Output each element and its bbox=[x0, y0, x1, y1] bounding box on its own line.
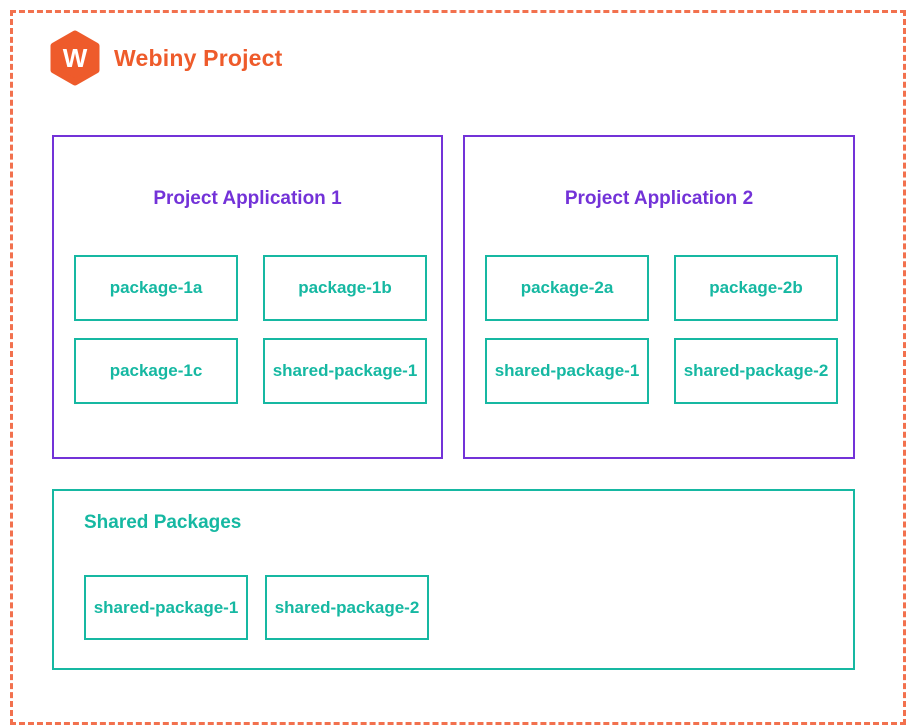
application-1-packages: package-1a package-1b package-1c shared-… bbox=[74, 255, 427, 404]
package-box: shared-package-2 bbox=[265, 575, 429, 640]
application-1-title: Project Application 1 bbox=[153, 188, 342, 209]
package-box: package-2b bbox=[674, 255, 838, 321]
package-box: shared-package-1 bbox=[485, 338, 649, 404]
application-1-box: Project Application 1 package-1a package… bbox=[52, 135, 443, 459]
package-box: package-1b bbox=[263, 255, 427, 321]
package-box: shared-package-2 bbox=[674, 338, 838, 404]
header: W Webiny Project bbox=[50, 30, 283, 86]
shared-packages-list: shared-package-1 shared-package-2 bbox=[84, 575, 429, 640]
package-box: package-2a bbox=[485, 255, 649, 321]
application-2-box: Project Application 2 package-2a package… bbox=[463, 135, 855, 459]
application-2-title: Project Application 2 bbox=[564, 188, 754, 209]
webiny-logo-icon: W bbox=[50, 30, 100, 86]
page-title: Webiny Project bbox=[114, 44, 283, 71]
application-2-packages: package-2a package-2b shared-package-1 s… bbox=[485, 255, 838, 404]
package-box: shared-package-1 bbox=[84, 575, 248, 640]
package-box: package-1a bbox=[74, 255, 238, 321]
package-box: package-1c bbox=[74, 338, 238, 404]
package-box: shared-package-1 bbox=[263, 338, 427, 404]
shared-packages-title: Shared Packages bbox=[84, 512, 242, 533]
webiny-logo-letter: W bbox=[63, 43, 88, 73]
shared-packages-box: Shared Packages shared-package-1 shared-… bbox=[52, 489, 855, 670]
